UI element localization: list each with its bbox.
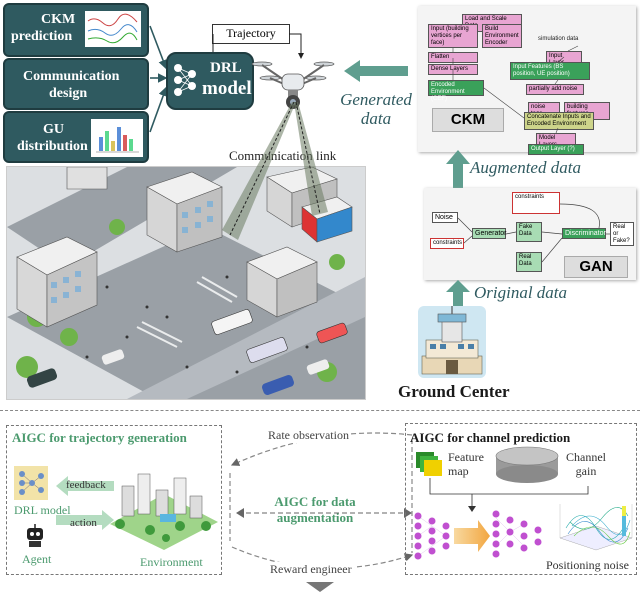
gan-title-box: GAN (564, 256, 628, 278)
aigc-augmentation-line2: augmentation (276, 510, 354, 525)
feedback-label: feedback (66, 479, 106, 491)
ckm-thumbnail-chart (85, 11, 141, 47)
city-illustration (6, 166, 366, 400)
positioning-noise-3d-plot (559, 504, 633, 551)
drl-label: DRL (210, 60, 242, 76)
drl-model-small-icon (14, 466, 48, 500)
communication-design-box: Communication design (3, 58, 149, 110)
feature-map-line2: map (448, 464, 469, 478)
gan-discriminator: Discriminator (562, 228, 606, 239)
generated-data-line2: data (360, 109, 392, 128)
channel-gain-cylinder-icon (495, 446, 559, 483)
positioning-noise-label: Positioning noise (546, 558, 630, 572)
gu-distribution-line2: distribution (17, 139, 88, 154)
gan-noise: Noise (432, 212, 458, 223)
gan-panel: Noise constraints Generator Fake Data Re… (424, 188, 636, 280)
gu-thumbnail-plot (91, 119, 143, 157)
generated-data-arrow (344, 60, 408, 82)
trajectory-box: Trajectory (212, 24, 290, 44)
augmented-up-arrow (446, 150, 470, 190)
environment-mini-city (110, 473, 218, 550)
generated-data-line1: Generated (340, 90, 412, 109)
trajectory-label: Trajectory (226, 26, 276, 40)
aigc-trajectory-title: AIGC for trajectory generation (12, 430, 187, 445)
generated-data-label: Generated data (334, 90, 418, 128)
ckm-block-build-env-encoder: Build Environment Encoder (482, 24, 522, 48)
action-label: action (70, 517, 97, 529)
drl-model-small-label: DRL model (14, 503, 71, 517)
environment-label: Environment (140, 555, 203, 569)
gan-fake-data: Fake Data (516, 222, 542, 242)
ckm-block-encoded-env: Encoded Environment (CEF) (428, 80, 484, 102)
model-label: model (202, 78, 252, 99)
original-up-arrow (446, 280, 470, 310)
ckm-block-input-vertices: Input (building vertices per face) (428, 24, 478, 48)
ckm-title: CKM (450, 111, 486, 128)
reward-engineer-label: Reward engineer (268, 562, 354, 577)
ckm-prediction-line1: CKM (41, 12, 76, 27)
drl-model-box: DRL model (166, 52, 254, 110)
channel-gain-line2: gain (575, 464, 597, 478)
channel-connector-lines (429, 478, 589, 512)
bottom-center-marker (306, 582, 334, 592)
aigc-channel-panel (405, 423, 637, 575)
gan-title: GAN (579, 258, 613, 275)
ckm-block-concatenate: Concatenate Inputs and Encoded Environme… (524, 112, 594, 130)
left-to-drl-arrows (149, 25, 168, 133)
aigc-channel-title: AIGC for channel prediction (410, 430, 571, 445)
ckm-connector-lines (452, 45, 579, 134)
communication-design-line2: design (49, 86, 88, 101)
communication-link-beams (222, 101, 328, 240)
feature-map-icon (416, 452, 442, 476)
channel-gain-line1: Channel (566, 450, 606, 464)
gan-constraints-top: constraints (512, 192, 560, 214)
aigc-trajectory-panel (6, 425, 222, 575)
original-data-label: Original data (474, 283, 568, 302)
neural-network-icon (174, 64, 196, 96)
gu-distribution-box: GU distribution (3, 111, 149, 163)
feature-map-line1: Feature (448, 450, 484, 464)
gan-real-data: Real Data (516, 252, 542, 272)
gan-real-or-fake: Real or Fake? (610, 222, 634, 246)
ckm-block-simulation-data: simulation data (538, 36, 579, 42)
communication-design-line1: Communication (23, 69, 120, 84)
feedback-action-arrows (56, 476, 114, 530)
gan-connector-lines (457, 203, 610, 263)
ground-center-icon (418, 306, 486, 378)
left-input-panel: CKM prediction Communication design GU d… (3, 3, 149, 163)
ckm-block-output-layer: Output Layer (?) (528, 144, 584, 155)
trajectory-arrows (212, 33, 304, 59)
gu-distribution-line1: GU (43, 122, 64, 137)
agent-label: Agent (22, 552, 52, 566)
ckm-prediction-line2: prediction (11, 29, 73, 44)
aigc-augmentation-title: AIGC for data augmentation (250, 494, 380, 526)
gan-generator: Generator (472, 228, 507, 239)
aigc-augmentation-line1: AIGC for data (274, 494, 356, 509)
neural-network-diagram (414, 510, 542, 560)
ckm-prediction-box: CKM prediction (3, 3, 149, 57)
augmentation-double-arrow (236, 508, 412, 518)
gan-constraints-left: constraints (430, 238, 464, 249)
feature-map-label: Feature map (448, 450, 484, 478)
ground-center-label: Ground Center (398, 382, 510, 401)
ckm-panel: Load and Scale Data Input (building vert… (418, 6, 636, 155)
agent-robot-icon (27, 524, 43, 547)
augmented-data-label: Augmented data (470, 158, 581, 177)
rate-observation-label: Rate observation (266, 428, 351, 443)
channel-gain-label: Channel gain (566, 450, 606, 478)
ckm-block-partial-noise: partially add noise (526, 84, 584, 95)
ckm-block-input-features: Input Features (BS position, UE position… (510, 62, 590, 80)
ckm-title-box: CKM (432, 108, 504, 132)
bottom-divider (0, 410, 640, 411)
